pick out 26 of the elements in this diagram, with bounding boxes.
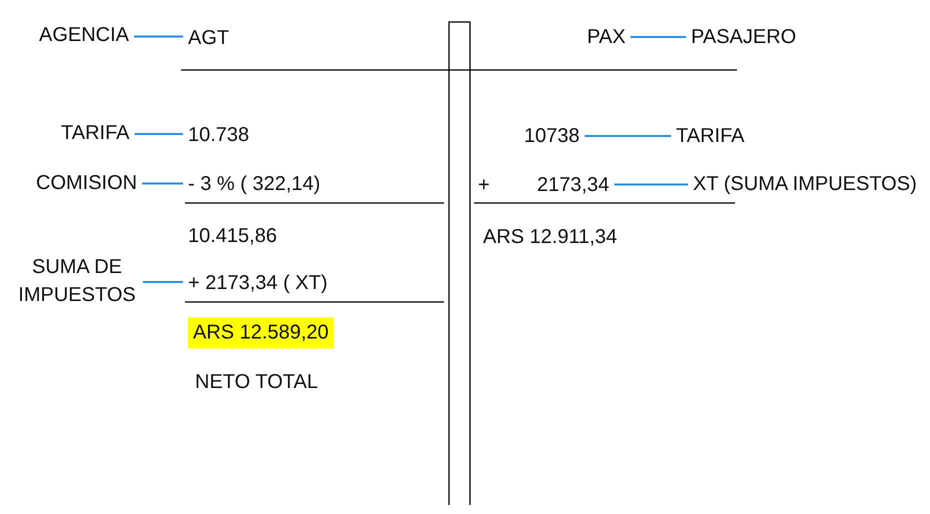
amount-text: 10.415,86 [187, 224, 278, 248]
code-text: AGT [183, 26, 234, 50]
amount-text: ARS 12.911,34 [482, 225, 618, 249]
code-text: PAX [582, 25, 631, 49]
leader-line [584, 135, 671, 137]
total-caption: NETO TOTAL [194, 370, 319, 394]
amount-text: 2173,34 [532, 173, 614, 197]
leader-line [630, 36, 686, 38]
term-label: TARIFA [671, 124, 750, 148]
term-label: TARIFA [56, 121, 135, 145]
leader-line [142, 182, 183, 184]
leader-line [143, 281, 183, 283]
amount-text: 10738 [519, 124, 585, 148]
highlighted-amount: ARS 12.589,20 [188, 318, 334, 348]
amount-text: 10.738 [183, 123, 254, 147]
amount-text: - 3 % ( 322,14) [183, 172, 326, 196]
term-label: XT (SUMA IMPUESTOS) [688, 172, 922, 196]
term-label: PASAJERO [686, 25, 802, 49]
plus-sign: + [477, 173, 491, 197]
term-label: AGENCIA [34, 23, 134, 47]
amount-text: + 2173,34 ( XT) [183, 271, 333, 295]
term-label: SUMA DE IMPUESTOS [11, 253, 143, 309]
term-label: COMISION [31, 171, 142, 195]
leader-line [134, 133, 183, 135]
leader-line [614, 184, 688, 186]
leader-line [134, 36, 183, 38]
